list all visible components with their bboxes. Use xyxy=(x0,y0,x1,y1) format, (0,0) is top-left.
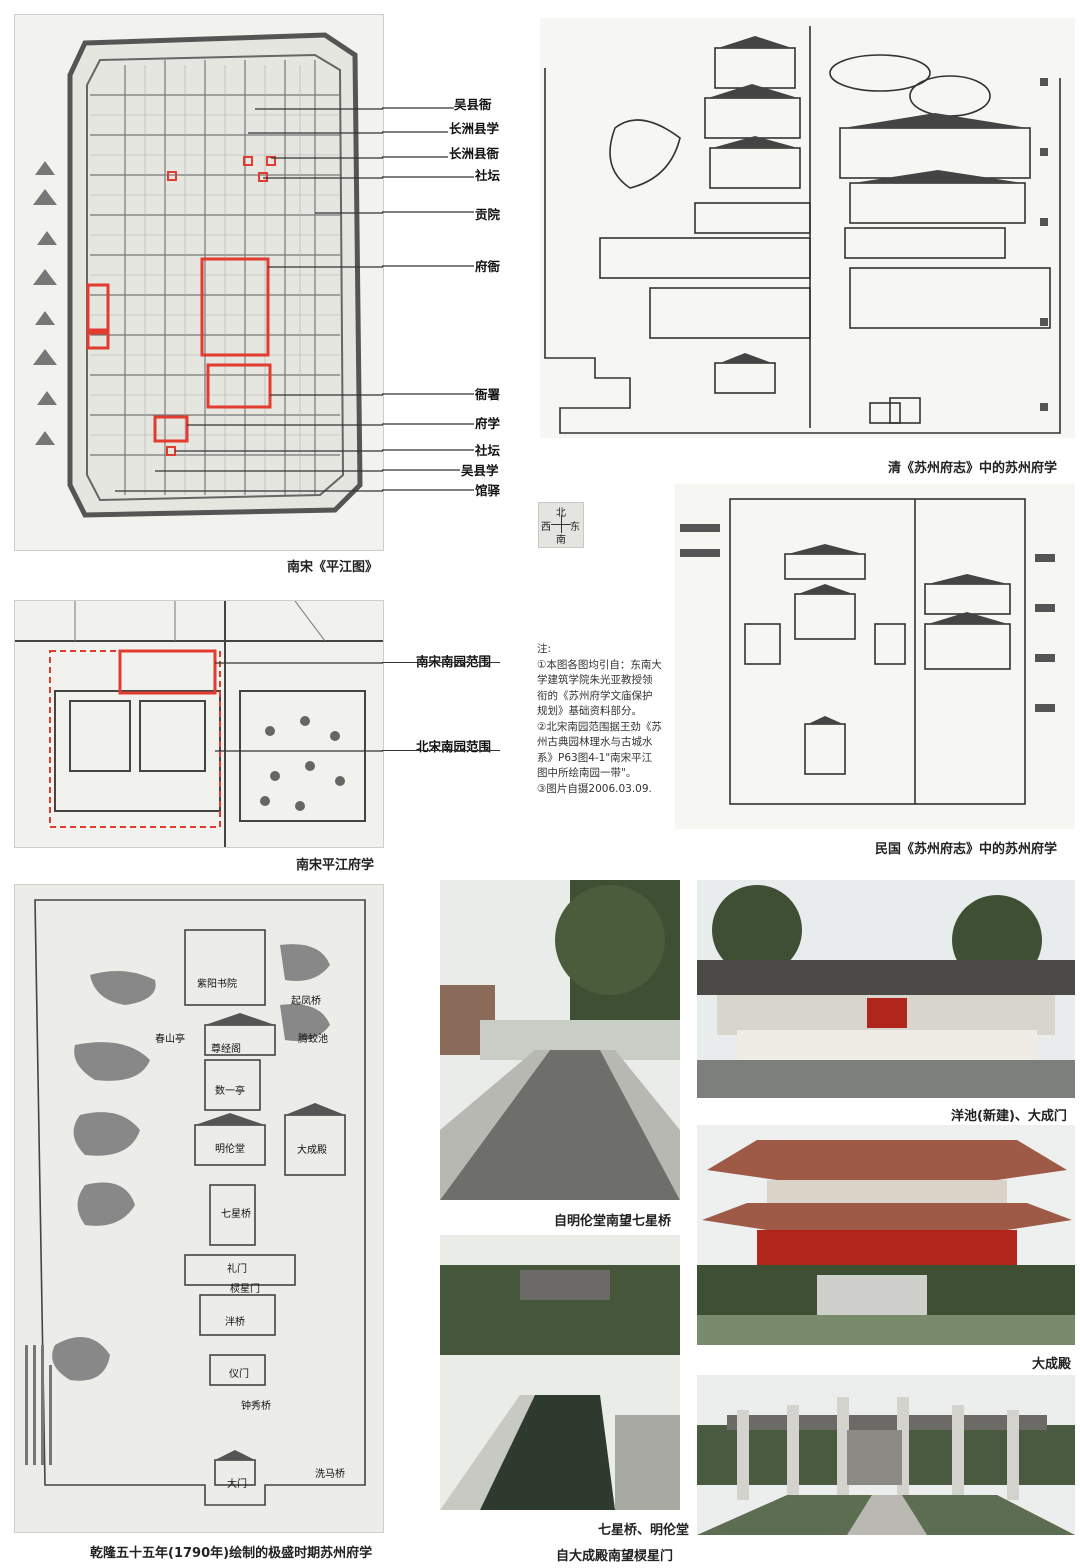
map-label: 大成殿 xyxy=(297,1145,327,1156)
qing-map-drawing xyxy=(544,26,1061,434)
compass-east: 东 xyxy=(570,522,580,533)
photo-pan-pond-dacheng-gate xyxy=(697,880,1075,1098)
photo-caption-p1: 自明伦堂南望七星桥 xyxy=(554,1214,672,1229)
pingjiang-map-caption: 南宋《平江图》 xyxy=(287,560,379,575)
map-label: 社坛 xyxy=(475,443,501,458)
photo-seven-star-bridge-minglun-hall xyxy=(440,1235,680,1510)
fuxue-map-drawing xyxy=(15,601,383,847)
qing-map-caption: 清《苏州府志》中的苏州府学 xyxy=(888,461,1058,476)
map-label: 紫阳书院 xyxy=(197,979,237,990)
map-label: 仪门 xyxy=(229,1369,249,1380)
photo-caption-p3: 洋池(新建)、大成门 xyxy=(951,1109,1067,1124)
map-label: 起凤桥 xyxy=(291,996,321,1007)
photo-scene xyxy=(440,1235,680,1510)
map-label: 社坛 xyxy=(475,168,501,183)
map-label: 北宋南园范围 xyxy=(416,739,492,754)
photo-seven-star-bridge-south xyxy=(440,880,680,1200)
photo-dacheng-hall xyxy=(697,1125,1075,1345)
map-label: 吴县学 xyxy=(461,463,499,478)
map-label: 长洲县衙 xyxy=(449,146,500,161)
map-label: 大门 xyxy=(227,1479,247,1490)
map-label: 明伦堂 xyxy=(215,1144,245,1155)
map-label: 棂星门 xyxy=(230,1284,260,1295)
qianlong-map: 紫阳书院 起凤桥 春山亭 尊经阁 腾蛟池 数一亭 明伦堂 大成殿 七星桥 礼门 … xyxy=(14,884,384,1533)
compass: 北 西 东 南 xyxy=(538,502,584,548)
notes-title: 注: xyxy=(537,643,552,655)
map-label: 长洲县学 xyxy=(449,121,500,136)
note-item: ②北宋南园范围据王劲《苏州古典园林理水与古城水系》P63图4-1"南宋平江图中所… xyxy=(537,720,662,780)
pingjiang-map-drawing xyxy=(15,15,383,550)
minguo-map-drawing xyxy=(680,498,1055,805)
fuxue-map-caption: 南宋平江府学 xyxy=(296,858,375,873)
compass-cross-h xyxy=(551,524,571,525)
leader-lines xyxy=(382,107,474,491)
note-item: ①本图各图均引自：东南大学建筑学院朱光亚教授领衔的《苏州府学文庙保护规划》基础资… xyxy=(537,658,662,718)
leader-line xyxy=(382,750,500,751)
map-label: 钟秀桥 xyxy=(241,1401,271,1412)
map-label: 七星桥 xyxy=(221,1209,251,1220)
map-label: 洗马桥 xyxy=(315,1469,345,1480)
map-label: 贡院 xyxy=(475,207,501,222)
qianlong-map-drawing xyxy=(15,885,383,1532)
map-label: 泮桥 xyxy=(225,1317,245,1328)
fuxue-map xyxy=(14,600,384,848)
minguo-map xyxy=(675,484,1075,829)
photo-scene xyxy=(440,880,680,1200)
map-label: 馆驿 xyxy=(475,483,501,498)
map-label: 府学 xyxy=(475,416,501,431)
map-label: 腾蛟池 xyxy=(298,1034,328,1045)
compass-west: 西 xyxy=(541,522,551,533)
leader-line xyxy=(382,662,500,663)
photo-scene xyxy=(697,1125,1075,1345)
map-label: 春山亭 xyxy=(155,1034,185,1045)
qianlong-map-caption: 乾隆五十五年(1790年)绘制的极盛时期苏州府学 xyxy=(90,1546,373,1561)
compass-south: 南 xyxy=(556,535,566,546)
minguo-map-caption: 民国《苏州府志》中的苏州府学 xyxy=(875,842,1058,857)
photo-lingxing-gate xyxy=(697,1375,1075,1535)
map-label: 数一亭 xyxy=(215,1086,245,1097)
map-label: 府衙 xyxy=(475,259,501,274)
photo-scene xyxy=(697,1375,1075,1535)
photo-caption-p5: 自大成殿南望棂星门 xyxy=(556,1549,674,1564)
note-item: ③图片自摄2006.03.09. xyxy=(537,782,652,795)
photo-caption-p4: 大成殿 xyxy=(1032,1357,1072,1372)
notes: 注: ①本图各图均引自：东南大学建筑学院朱光亚教授领衔的《苏州府学文庙保护规划》… xyxy=(537,642,662,797)
map-label: 衙署 xyxy=(475,387,501,402)
map-label: 礼门 xyxy=(227,1264,247,1275)
map-label: 尊经阁 xyxy=(211,1044,241,1055)
pingjiang-map xyxy=(14,14,384,551)
photo-scene xyxy=(697,880,1075,1098)
compass-north: 北 xyxy=(556,508,566,519)
map-label: 吴县衙 xyxy=(454,97,492,112)
photo-caption-p2: 七星桥、明伦堂 xyxy=(598,1523,690,1538)
qing-map xyxy=(540,18,1075,438)
map-label: 南宋南园范围 xyxy=(416,654,492,669)
